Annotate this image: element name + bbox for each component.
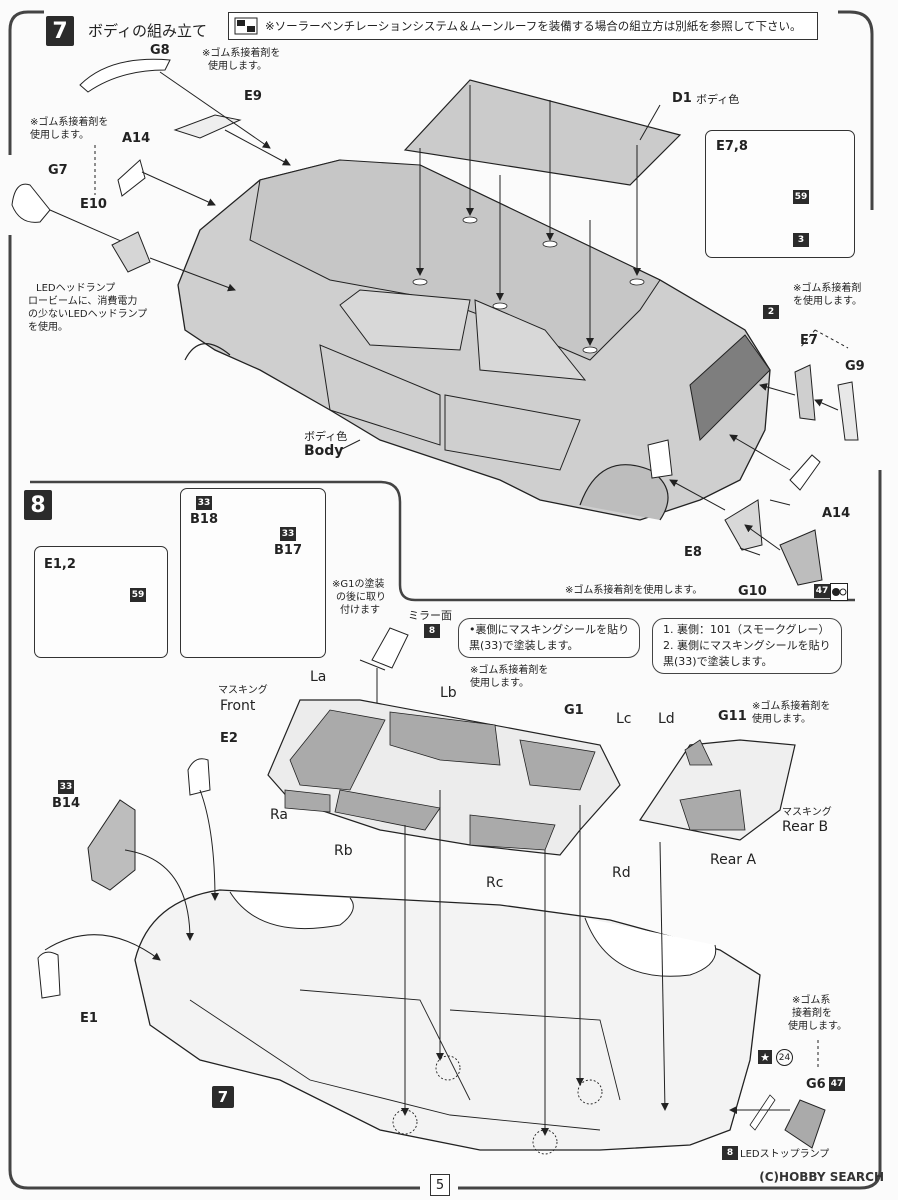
label-ra: Ra <box>270 807 288 823</box>
label-la: La <box>310 669 327 685</box>
callout-g11-line3: 黒(33)で塗装します。 <box>663 655 773 668</box>
note-g7-2: 使用します。 <box>30 130 89 141</box>
step7-car-body <box>177 79 771 521</box>
led-note-3: の少ないLEDヘッドランプ <box>28 309 148 320</box>
paint-badge-8a: 8 <box>424 624 440 638</box>
callout-g11-line1: 1. 裏側：101（スモークグレー） <box>663 623 830 636</box>
label-g10: G10 <box>738 584 767 599</box>
detail-box-e78 <box>705 130 855 258</box>
step7-reference: 7 <box>212 1086 234 1108</box>
step8-number: 8 <box>24 490 52 520</box>
label-e7: E7 <box>800 333 818 348</box>
paint-badge-33a: 33 <box>196 496 212 510</box>
label-g1: G1 <box>564 703 584 718</box>
paint-badge-33b: 33 <box>280 527 296 541</box>
label-rear-b: Rear B <box>782 819 829 835</box>
rubber-note-g6-1: ※ゴム系 <box>792 995 831 1006</box>
label-g6: G6 <box>806 1077 826 1092</box>
label-d1-color: ボディ色 <box>696 93 740 106</box>
label-b18: B18 <box>190 512 218 527</box>
g1-after-note-2: の後に取り <box>336 592 386 603</box>
masking-rear-jp: マスキング <box>782 807 832 818</box>
label-d1: D1 <box>672 91 692 106</box>
label-e9: E9 <box>244 89 262 104</box>
callout-g1-masking: •裏側にマスキングシールを貼り 黒(33)で塗装します。 <box>458 618 641 658</box>
label-g11: G11 <box>718 709 747 724</box>
paint-badge-3: 3 <box>793 233 809 247</box>
led-note-4: を使用。 <box>28 322 68 333</box>
label-e2: E2 <box>220 731 238 746</box>
detail-box-b17-b18 <box>180 488 326 658</box>
bottom-rubber-note: ※ゴム系接着剤を使用します。 <box>565 585 703 596</box>
label-e1: E1 <box>80 1011 98 1026</box>
label-g8: G8 <box>150 43 170 58</box>
sunroof-diagram-icon <box>233 16 259 36</box>
label-b14: B14 <box>52 796 80 811</box>
paint-circle-24: 24 <box>776 1049 793 1066</box>
rubber-note-g6-3: 使用します。 <box>788 1021 847 1032</box>
label-rc: Rc <box>486 875 504 891</box>
label-e12: E1,2 <box>44 557 76 572</box>
label-e78: E7,8 <box>716 139 748 154</box>
label-a14: A14 <box>122 131 151 146</box>
callout-g11-line2: 2. 裏側にマスキングシールを貼り <box>663 639 831 652</box>
label-lc: Lc <box>616 711 632 727</box>
right-note-2: を使用します。 <box>793 296 862 307</box>
label-rear-a: Rear A <box>710 852 757 868</box>
header-note-text: ※ソーラーベンチレーションシステム＆ムーンルーフを装備する場合の組立方は別紙を参… <box>265 19 802 33</box>
paint-badge-59: 59 <box>793 190 809 204</box>
step7-title: ボディの組み立て <box>88 22 207 40</box>
right-note-1: ※ゴム系接着剤 <box>793 283 862 294</box>
label-e8: E8 <box>684 545 702 560</box>
note-g7-1: ※ゴム系接着剤を <box>30 117 109 128</box>
paint-badge-8b: 8 <box>722 1146 738 1160</box>
watermark: (C)HOBBY SEARCH <box>759 1170 884 1184</box>
paint-badge-59-e12: 59 <box>130 588 146 602</box>
paint-badge-2: 2 <box>763 305 779 319</box>
callout-g1-line1: •裏側にマスキングシールを貼り <box>469 623 630 636</box>
label-body-jp: ボディ色 <box>304 430 348 443</box>
rubber-note-g11-2: 使用します。 <box>752 714 811 725</box>
rubber-note-g1-2: 使用します。 <box>470 678 529 689</box>
paint-badge-47: 47 <box>814 584 830 598</box>
label-rb: Rb <box>334 843 353 859</box>
label-g7: G7 <box>48 163 68 178</box>
rear-quarter-glass <box>639 739 796 841</box>
label-b17: B17 <box>274 543 302 558</box>
label-g9: G9 <box>845 359 865 374</box>
label-e10: E10 <box>80 197 107 212</box>
label-lb: Lb <box>440 685 457 701</box>
masking-front-jp: マスキング <box>218 685 268 696</box>
paint-badge-33c: 33 <box>58 780 74 794</box>
label-ld: Ld <box>658 711 675 727</box>
note-g8-1: ※ゴム系接着剤を <box>202 48 281 59</box>
callout-g11-masking: 1. 裏側：101（スモークグレー） 2. 裏側にマスキングシールを貼り 黒(3… <box>652 618 842 674</box>
label-a14-right: A14 <box>822 506 851 521</box>
callout-g1-line2: 黒(33)で塗装します。 <box>469 639 579 652</box>
star-icon: ★ <box>758 1050 772 1064</box>
step7-number: 7 <box>46 16 74 46</box>
masking-front-en: Front <box>220 698 256 714</box>
label-rd: Rd <box>612 865 631 881</box>
label-mirror: ミラー面 <box>408 609 452 622</box>
header-note-bar: ※ソーラーベンチレーションシステム＆ムーンルーフを装備する場合の組立方は別紙を参… <box>228 12 818 40</box>
rubber-note-g6-2: 接着剤を <box>792 1008 832 1019</box>
paint-badge-47-g6: 47 <box>829 1077 845 1091</box>
label-body-en: Body <box>304 443 344 459</box>
label-led-stop: LEDストップランプ <box>740 1149 830 1160</box>
rubber-note-g1-1: ※ゴム系接着剤を <box>470 665 549 676</box>
g1-after-note-3: 付けます <box>340 605 380 616</box>
step8-car-body <box>134 889 761 1151</box>
led-note-2: ロービームに、消費電力 <box>28 296 138 307</box>
window-glass-part <box>267 699 621 856</box>
rubber-note-g11-1: ※ゴム系接着剤を <box>752 701 831 712</box>
note-g8-2: 使用します。 <box>208 61 267 72</box>
g1-after-note-1: ※G1の塗装 <box>332 579 385 590</box>
led-note-1: LEDヘッドランプ <box>36 283 116 294</box>
page-number: 5 <box>430 1174 450 1196</box>
detail-box-e12 <box>34 546 168 658</box>
masking-icon <box>830 583 848 601</box>
